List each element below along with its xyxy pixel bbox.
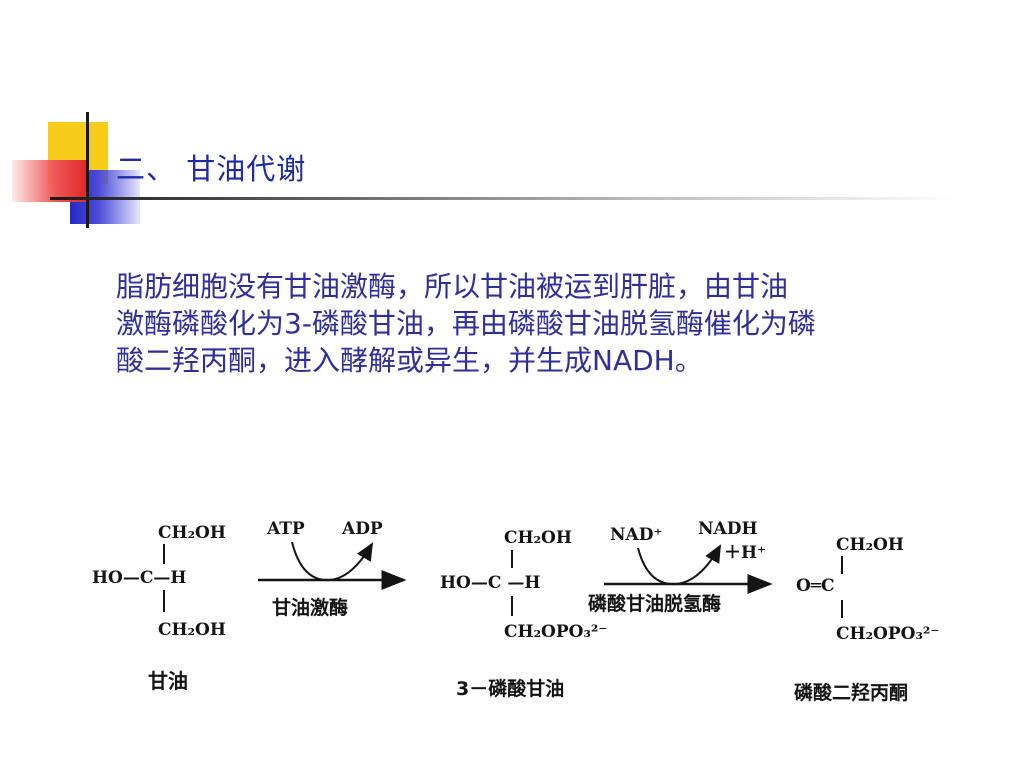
title-underline (50, 197, 960, 200)
step1-curved-arrow (291, 541, 374, 582)
glycerol-bottom-group: CH₂OH (158, 620, 226, 640)
dhap-structure: CH₂OH O═C CH₂OPO₃²⁻ 磷酸二羟丙酮 (794, 535, 939, 704)
decor-vertical-line (86, 112, 89, 228)
glycerol-name: 甘油 (148, 669, 188, 693)
paragraph-line: 酸二羟丙酮，进入酵解或异生，并生成NADH。 (116, 344, 703, 377)
g3p-top-group: CH₂OH (504, 528, 572, 548)
step1-cofactor-in: ATP (266, 519, 305, 539)
dhap-name: 磷酸二羟丙酮 (794, 681, 908, 704)
glycerol-structure: CH₂OH HO—C—H CH₂OH 甘油 (92, 523, 226, 693)
paragraph-line: 激酶磷酸化为3-磷酸甘油，再由磷酸甘油脱氢酶催化为磷 (116, 307, 816, 340)
step2-cofactor-in: NAD⁺ (610, 525, 662, 545)
step1-enzyme: 甘油激酶 (272, 596, 348, 619)
glycerol-3-phosphate-structure: CH₂OH HO—C —H CH₂OPO₃²⁻ 3－磷酸甘油 (440, 528, 607, 700)
g3p-bottom-group: CH₂OPO₃²⁻ (504, 622, 607, 642)
step2-reaction: NAD⁺ NADH ＋H⁺ 磷酸甘油脱氢酶 (588, 519, 773, 615)
g3p-name: 3－磷酸甘油 (456, 677, 564, 700)
body-paragraph: 脂肪细胞没有甘油激酶，所以甘油被运到肝脏，由甘油 激酶磷酸化为3-磷酸甘油，再由… (116, 268, 966, 379)
step2-cofactor-out: NADH (698, 519, 758, 539)
step1-reaction: ATP ADP 甘油激酶 (258, 519, 407, 619)
step2-enzyme: 磷酸甘油脱氢酶 (588, 592, 721, 615)
reaction-diagram: CH₂OH HO—C—H CH₂OH 甘油 ATP ADP 甘油激酶 CH₂OH… (92, 519, 939, 704)
glycerol-top-group: CH₂OH (158, 523, 226, 543)
g3p-center: HO—C —H (440, 573, 540, 593)
step2-curved-arrow (637, 544, 721, 586)
dhap-center: O═C (796, 576, 835, 596)
decor-red-bar (12, 160, 88, 202)
slide-title: 二、 甘油代谢 (116, 152, 307, 186)
paragraph-line: 脂肪细胞没有甘油激酶，所以甘油被运到肝脏，由甘油 (116, 270, 789, 303)
glycerol-center: HO—C—H (92, 568, 186, 588)
step2-cofactor-out-extra: ＋H⁺ (724, 543, 766, 563)
dhap-bottom-group: CH₂OPO₃²⁻ (836, 624, 939, 644)
step1-cofactor-out: ADP (341, 519, 383, 539)
dhap-top-group: CH₂OH (836, 535, 904, 555)
